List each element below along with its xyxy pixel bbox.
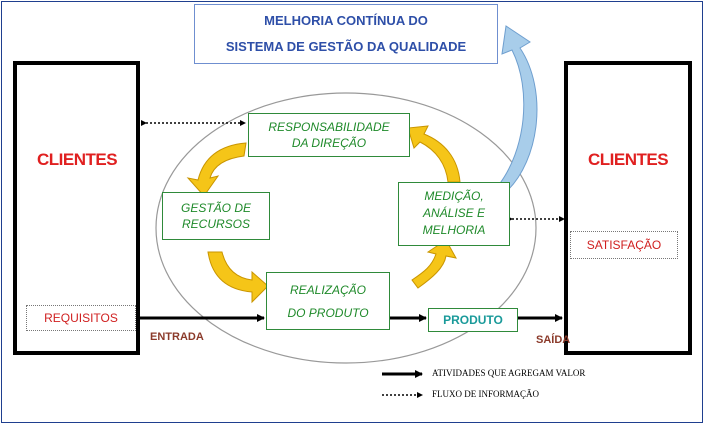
- title-line-1: MELHORIA CONTÍNUA DO: [195, 8, 497, 34]
- medicao-line-1: MEDIÇÃO,: [399, 188, 509, 205]
- entrada-label: ENTRADA: [150, 331, 204, 343]
- satisfacao-label: SATISFAÇÃO: [570, 231, 678, 259]
- right-clients-label: CLIENTES: [570, 150, 686, 170]
- produto-box: PRODUTO: [428, 308, 518, 332]
- left-clients-label: CLIENTES: [19, 150, 135, 170]
- box-medicao-analise: MEDIÇÃO, ANÁLISE E MELHORIA: [398, 182, 510, 246]
- responsabilidade-line-1: RESPONSABILIDADE: [249, 119, 409, 135]
- legend-value-activities: ATIVIDADES QUE AGREGAM VALOR: [432, 368, 585, 378]
- saida-label: SAÍDA: [536, 334, 570, 346]
- realizacao-line-2: DO PRODUTO: [267, 302, 389, 325]
- medicao-line-2: ANÁLISE E: [399, 205, 509, 222]
- legend-info-flow: FLUXO DE INFORMAÇÃO: [432, 389, 539, 399]
- box-gestao-recursos: GESTÃO DE RECURSOS: [162, 192, 270, 240]
- cycle-arrow-realizacao-to-medicao: [412, 240, 456, 288]
- responsabilidade-line-2: DA DIREÇÃO: [249, 135, 409, 151]
- improvement-arrow: [498, 26, 537, 192]
- title-line-2: SISTEMA DE GESTÃO DA QUALIDADE: [195, 34, 497, 60]
- cycle-arrow-gestao-to-realizacao: [208, 252, 268, 302]
- gestao-line-1: GESTÃO DE: [163, 200, 269, 216]
- box-realizacao-produto: REALIZAÇÃO DO PRODUTO: [266, 272, 390, 330]
- improvement-title-box: MELHORIA CONTÍNUA DO SISTEMA DE GESTÃO D…: [194, 4, 498, 64]
- requisitos-label: REQUISITOS: [26, 305, 136, 331]
- realizacao-line-1: REALIZAÇÃO: [267, 279, 389, 302]
- cycle-arrow-medicao-to-resp: [408, 126, 460, 182]
- cycle-arrow-resp-to-gestao: [188, 143, 246, 196]
- right-clients-box: [566, 63, 690, 353]
- gestao-line-2: RECURSOS: [163, 216, 269, 232]
- medicao-line-3: MELHORIA: [399, 222, 509, 239]
- box-responsabilidade: RESPONSABILIDADE DA DIREÇÃO: [248, 113, 410, 157]
